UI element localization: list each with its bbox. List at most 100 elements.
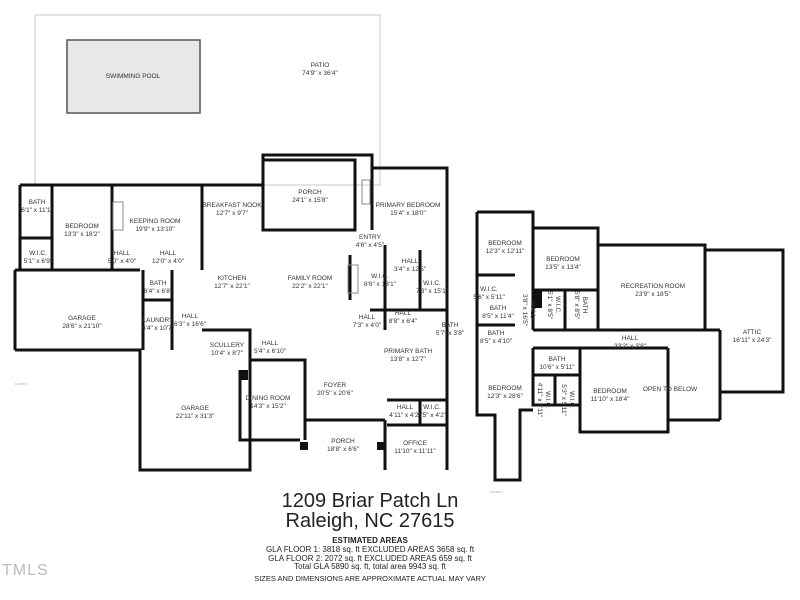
room-name: OPEN TO BELOW — [642, 386, 698, 393]
room-name: BREAKFAST NOOK — [202, 202, 262, 209]
swimming-pool — [66, 39, 201, 114]
room-dimensions: 13'5" x 13'4" — [545, 264, 581, 271]
room-dimensions: 19'9" x 13'10" — [135, 226, 175, 233]
room-name: PATIO — [310, 62, 330, 69]
room-name: BATH — [28, 199, 46, 206]
room-dimensions: 12'0" x 4'0" — [151, 258, 185, 265]
room-name: HALL — [621, 335, 639, 342]
room-dimensions: 5'7" x 3'8" — [435, 330, 465, 337]
room-dimensions: 8'8" x 6'4" — [388, 318, 418, 325]
room-name: SWIMMING POOL — [105, 73, 161, 80]
room-dimensions: 13'8" x 12'7" — [390, 356, 426, 363]
room-dimensions: 11'10" x 11'11" — [394, 448, 436, 455]
room-dimensions: 8'6" x 13'1" — [363, 281, 397, 288]
room-name: BEDROOM — [65, 223, 99, 230]
room-dimensions: 28'6" x 21'10" — [62, 323, 102, 330]
room-dimensions: 24'1" x 15'8" — [292, 197, 328, 204]
room-name: BATH — [149, 280, 167, 287]
room-dimensions: 11'10" x 18'4" — [590, 396, 630, 403]
room-name: KEEPING ROOM — [129, 218, 181, 225]
room-dimensions: 10'6" x 5'11" — [539, 364, 575, 371]
floor2-walls — [475, 210, 785, 482]
room-name: OFFICE — [403, 440, 427, 447]
room-name: BEDROOM — [593, 388, 627, 395]
room-name: DINING ROOM — [245, 395, 291, 402]
room-dimensions: 8'5" x 4'10" — [479, 338, 513, 345]
room-dimensions: 5'0" x 4'0" — [107, 258, 137, 265]
room-name: SCULLERY — [209, 342, 245, 349]
room-name: W.I.C. — [423, 404, 441, 411]
room-name: HALL — [113, 250, 131, 257]
room-name: BEDROOM — [488, 385, 522, 392]
room-label: W.I.C.4'11" x 5'11" — [535, 383, 551, 418]
room-name: GARAGE — [181, 405, 209, 412]
room-name: W.I.C. — [568, 391, 575, 409]
room-name: PORCH — [331, 438, 355, 445]
room-dimensions: 12'3" x 12'11" — [485, 248, 525, 255]
room-dimensions: 5'8" x 8'5" — [573, 290, 580, 320]
room-name: HALL — [394, 310, 412, 317]
room-dimensions: 12'7" x 9'7" — [215, 210, 249, 217]
column — [534, 290, 542, 308]
room-dimensions: 23'9" x 18'5" — [635, 291, 671, 298]
areas-floor1: GLA FLOOR 1: 3818 sq. ft EXCLUDED AREAS … — [265, 545, 475, 554]
room-dimensions: 7'3" x 4'0" — [352, 322, 382, 329]
room-dimensions: 5'3" x 5'11" — [560, 384, 567, 416]
areas-floor2: GLA FLOOR 2: 2072 sq. ft EXCLUDED AREAS … — [268, 554, 472, 563]
room-dimensions: 74'9" x 36'4" — [302, 70, 338, 77]
room-dimensions: 8'5" x 11'4" — [482, 313, 514, 320]
room-dimensions: 22'11" x 31'3" — [175, 413, 215, 420]
room-dimensions: 6'4" x 10'7" — [141, 325, 175, 332]
room-dimensions: 16'11" x 24'3" — [732, 337, 772, 344]
room-name: W.I.C. — [544, 391, 551, 409]
room-dimensions: 13'3" x 18'2" — [64, 231, 100, 238]
room-dimensions: 7'3" x 15'1" — [415, 288, 449, 295]
room-name: W.I.C. — [29, 250, 47, 257]
mls-watermark: TMLS — [2, 562, 49, 579]
room-name: PRIMARY BEDROOM — [375, 202, 441, 209]
room-label: SWIMMING POOL — [106, 73, 161, 81]
room-name: HALL — [181, 313, 199, 320]
room-label: W.I.C.8'6" x 13'1" — [364, 273, 396, 289]
room-name: BEDROOM — [488, 240, 522, 247]
room-dimensions: 15'4" x 18'0" — [390, 210, 426, 217]
room-name: BATH — [441, 322, 459, 329]
room-dimensions: 5'5" x 4'2" — [417, 412, 447, 419]
room-dimensions: 3'4" x 12'5" — [393, 266, 427, 273]
room-name: HALL — [396, 404, 414, 411]
floor1-label: FLOOR 1 — [15, 382, 28, 386]
disclaimer: SIZES AND DIMENSIONS ARE APPROXIMATE ACT… — [254, 574, 486, 583]
room-name: HALL — [401, 258, 419, 265]
room-name: BATH — [581, 296, 588, 314]
room-name: FAMILY ROOM — [287, 275, 333, 282]
room-dimensions: 12'7" x 22'1" — [214, 283, 250, 290]
room-dimensions: 12'3" x 28'6" — [487, 393, 523, 400]
room-name: W.I.C. — [423, 280, 441, 287]
room-dimensions: 22'2" x 22'1" — [292, 283, 328, 290]
fireplace-porch — [361, 179, 371, 205]
room-dimensions: 5'1" x 8'5" — [546, 290, 553, 320]
room-name: GARAGE — [68, 315, 96, 322]
address-line-1: 1209 Briar Patch Ln — [281, 490, 459, 512]
